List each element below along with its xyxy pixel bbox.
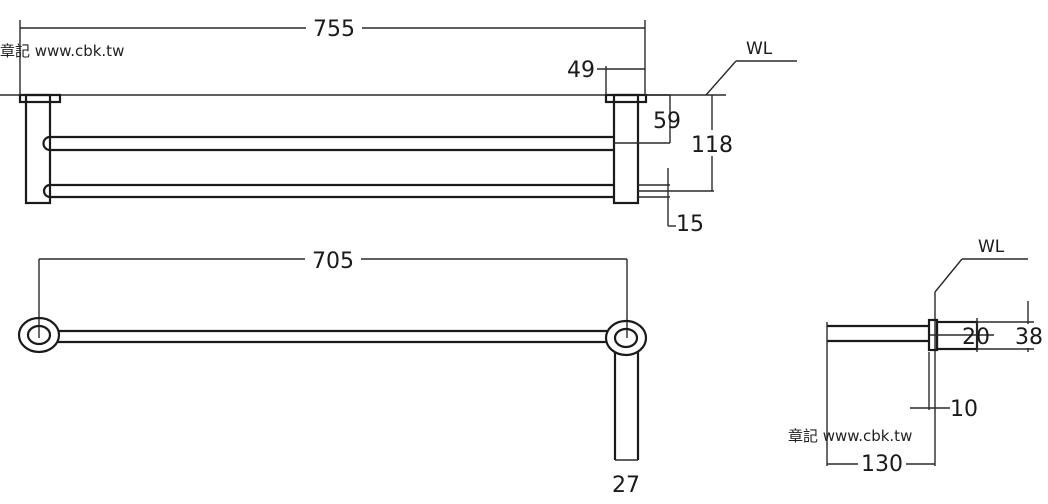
dim-overall-width: 755 bbox=[313, 17, 355, 42]
right-end-cap bbox=[604, 319, 648, 357]
left-mount-plate bbox=[18, 93, 62, 104]
side-wl-leader bbox=[934, 258, 963, 293]
right-bracket bbox=[612, 93, 640, 205]
watermark-top-left: 章記 www.cbk.tw bbox=[0, 42, 125, 60]
dim-mask bbox=[306, 16, 362, 38]
dim-flange-depth: 20 bbox=[962, 325, 990, 350]
top-view: 705 27 bbox=[17, 248, 648, 498]
wl-leader bbox=[705, 60, 737, 96]
dim-bracket-height: 38 bbox=[1015, 325, 1043, 350]
dim-mask bbox=[305, 248, 361, 270]
dim-projection: 130 bbox=[861, 452, 903, 477]
right-mount-plate bbox=[604, 93, 648, 104]
front-view: 755 49 59 118 15 WL bbox=[0, 16, 797, 237]
dim-mask bbox=[690, 130, 736, 156]
dim-mask bbox=[858, 452, 906, 474]
upper-towel-bar bbox=[42, 135, 614, 152]
dim-mask bbox=[1013, 324, 1047, 348]
left-end-cap bbox=[17, 316, 61, 354]
left-end-cap-inner bbox=[26, 324, 52, 346]
dim-total-height: 118 bbox=[691, 133, 733, 158]
wall-line-label: WL bbox=[746, 39, 773, 59]
side-view: WL 20 38 10 130 bbox=[826, 237, 1047, 477]
dim-bar-diameter: 15 bbox=[676, 212, 704, 237]
dim-inner-span: 705 bbox=[312, 249, 354, 274]
side-wall-line-label: WL bbox=[978, 237, 1005, 257]
dim-bar-spacing: 59 bbox=[653, 109, 681, 134]
watermark-bottom-right: 章記 www.cbk.tw bbox=[788, 427, 913, 445]
dim-bracket-depth: 49 bbox=[567, 58, 595, 83]
dim-bracket-width: 27 bbox=[612, 473, 640, 498]
dim-plate-thickness: 10 bbox=[950, 397, 978, 422]
lower-towel-bar bbox=[42, 183, 614, 199]
right-end-cap-inner bbox=[613, 327, 639, 349]
